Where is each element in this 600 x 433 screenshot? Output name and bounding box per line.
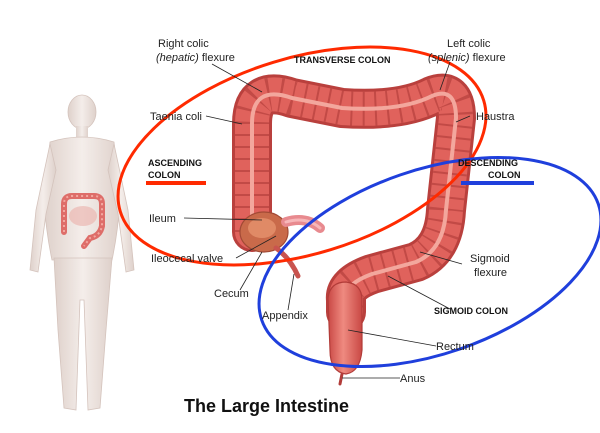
large-intestine xyxy=(240,94,456,384)
label-cecum: Cecum xyxy=(214,288,249,300)
human-body-figure xyxy=(30,95,134,410)
label-descending: DESCENDING xyxy=(458,158,518,168)
label-right-colic: Right colic xyxy=(158,38,209,50)
label-sigmoid-flexure: flexure xyxy=(474,267,507,279)
label-appendix: Appendix xyxy=(262,310,308,322)
label-taenia-coli: Taenia coli xyxy=(150,111,202,123)
label-hepatic-flexure: (hepatic) flexure xyxy=(156,52,235,64)
diagram-title: The Large Intestine xyxy=(184,396,349,416)
label-haustra: Haustra xyxy=(476,111,515,123)
label-ascending: ASCENDING xyxy=(148,158,202,168)
label-ileocecal-valve: Ileocecal valve xyxy=(151,253,223,265)
label-rectum: Rectum xyxy=(436,341,474,353)
label-left-colic: Left colic xyxy=(447,38,491,50)
label-ileum: Ileum xyxy=(149,213,176,225)
label-anus: Anus xyxy=(400,373,426,385)
descending-blue-bar xyxy=(461,181,534,185)
label-sigmoid-colon: SIGMOID COLON xyxy=(434,306,508,316)
label-ascending-colon: COLON xyxy=(148,170,181,180)
ascending-red-bar xyxy=(146,181,206,185)
label-transverse-colon: TRANSVERSE COLON xyxy=(294,55,391,65)
label-sigmoid: Sigmoid xyxy=(470,253,510,265)
label-descending-colon: COLON xyxy=(488,170,521,180)
label-splenic-flexure: (splenic) flexure xyxy=(428,52,506,64)
